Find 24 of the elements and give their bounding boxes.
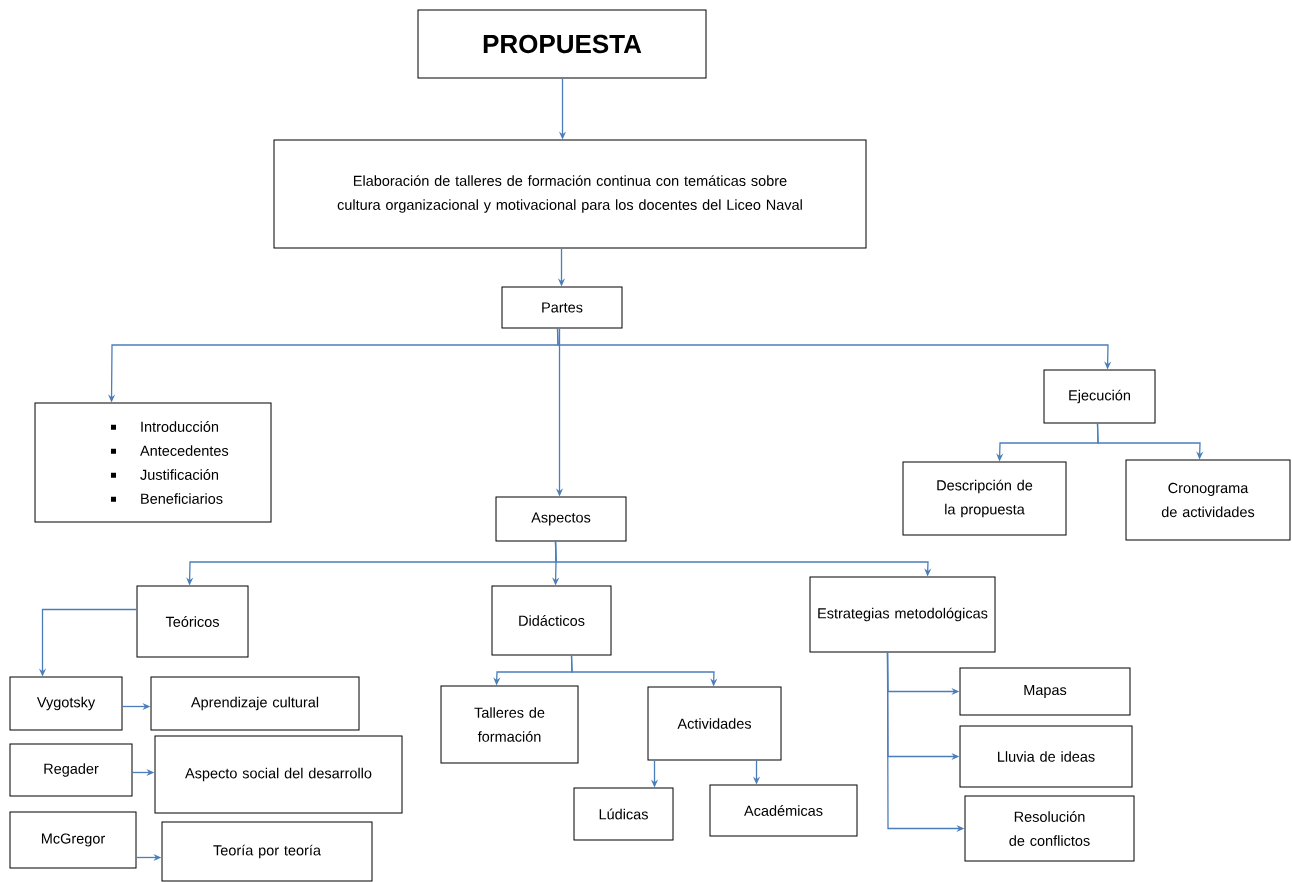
process-box: Vygotsky — [9, 676, 123, 731]
process-box: Mapas — [959, 667, 1131, 716]
title-box: PROPUESTA — [417, 9, 707, 79]
process-box: Teóricos — [136, 585, 249, 658]
process-box: Cronograma de actividades — [1125, 459, 1291, 541]
process-box: Resolución de conflictos — [964, 795, 1135, 862]
process-box: Aspecto social del desarrollo — [154, 735, 403, 814]
process-box: Lluvia de ideas — [959, 725, 1133, 788]
process-box: Ejecución — [1043, 369, 1156, 424]
list-box: Introducción Antecedentes Justificación Beneficiarios — [34, 402, 272, 523]
process-box: Actividades — [647, 686, 782, 761]
process-box: Teoría por teoría — [161, 821, 373, 882]
process-box: Académicas — [709, 784, 858, 837]
process-box: Partes — [501, 286, 623, 329]
process-box: Aprendizaje cultural — [150, 676, 360, 731]
process-box: Elaboración de talleres de formación continua con temáticas sobre cultura organizacional y motivacional para los docentes del Liceo Naval — [273, 139, 867, 249]
process-box: McGregor — [9, 811, 137, 869]
process-box: Talleres de formación — [440, 685, 579, 764]
process-box: Didácticos — [491, 585, 612, 656]
process-box: Descripción de la propuesta — [902, 461, 1067, 536]
process-box: Lúdicas — [573, 787, 674, 841]
process-box: Aspectos — [495, 496, 627, 542]
process-box: Estrategias metodológicas — [809, 576, 996, 653]
process-box: Regader — [9, 743, 133, 797]
